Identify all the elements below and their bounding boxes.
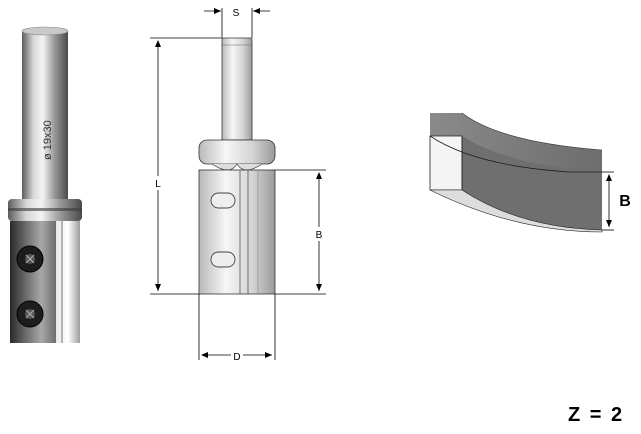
profile-dimension-b: B xyxy=(602,171,631,231)
teeth-count: Z = 2 xyxy=(568,404,625,426)
dimension-l-label: L xyxy=(155,179,161,190)
profile-dimension-b-label: B xyxy=(619,193,631,210)
shank-marking: ø 19x30 xyxy=(42,120,54,160)
dimension-l: L xyxy=(150,37,222,295)
profile-cut-face xyxy=(462,136,602,230)
drawing-body xyxy=(198,169,276,295)
bit-cutting-edge xyxy=(56,221,80,343)
bit-shank xyxy=(22,31,68,199)
profile-view: B xyxy=(429,112,631,233)
screw-slot xyxy=(210,192,236,209)
dimension-d-label: D xyxy=(233,352,240,363)
insert-screw-icon xyxy=(16,300,44,328)
dimension-b: B xyxy=(275,169,326,295)
technical-drawing: S L B D xyxy=(150,8,326,363)
insert-screw-icon xyxy=(16,245,44,273)
screw-slot xyxy=(210,251,236,268)
dimension-b-label: B xyxy=(316,230,323,241)
drawing-shank xyxy=(221,37,253,141)
profile-top-face xyxy=(430,113,602,172)
dimension-s-label: S xyxy=(233,8,240,19)
dimension-d: D xyxy=(198,294,276,363)
router-bit-photo: ø 19x30 xyxy=(8,26,82,343)
dimension-s: S xyxy=(204,8,270,38)
drawing-collar xyxy=(198,139,276,165)
